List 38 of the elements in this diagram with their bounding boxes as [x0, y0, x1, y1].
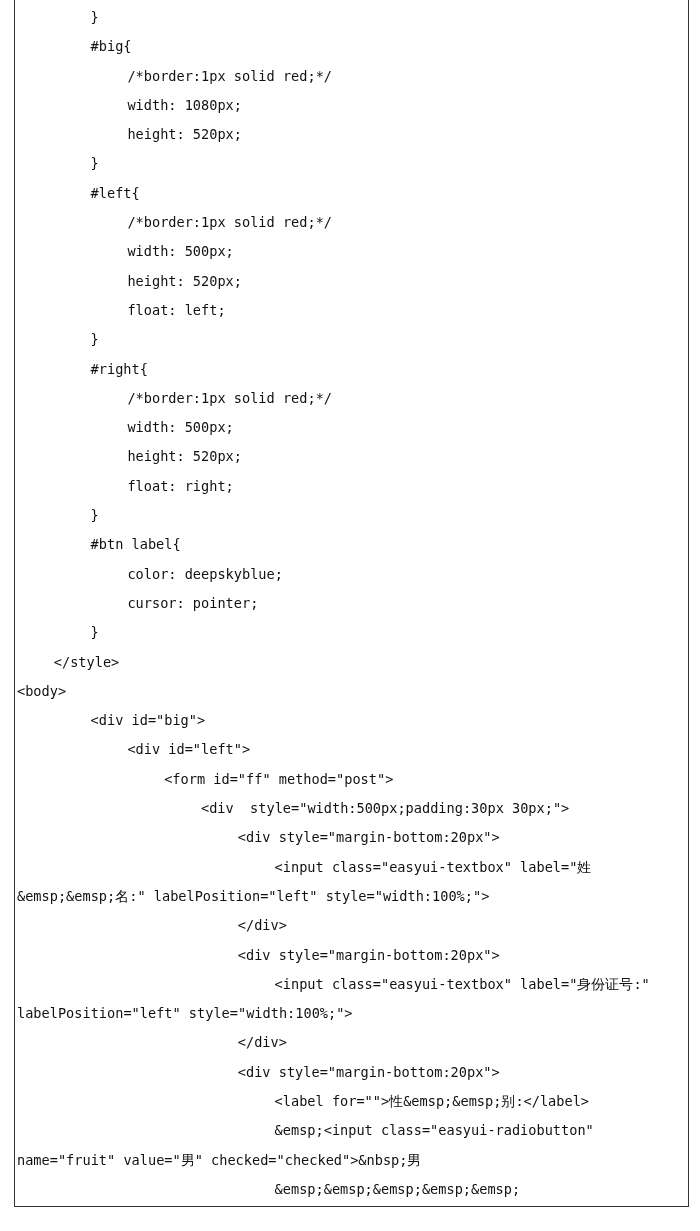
code-line: <div id="big">: [89, 711, 207, 731]
code-line: float: left;: [126, 300, 227, 320]
code-line: height: 520px;: [126, 125, 243, 145]
code-line: }: [89, 330, 100, 350]
code-line: <form id="ff" method="post">: [163, 769, 395, 789]
code-line: }: [89, 154, 100, 174]
code-line: <input class="easyui-textbox" label="姓 &emsp;&emsp;名:" labelPosition="left" style="width:100%;">: [17, 857, 593, 906]
code-line: &emsp;&emsp;&emsp;&emsp;&emsp;: [273, 1179, 522, 1199]
code-line: cursor: pointer;: [126, 593, 260, 613]
code-line: height: 520px;: [126, 271, 243, 291]
code-line: <div style="width:500px;padding:30px 30px;">: [200, 799, 571, 818]
code-line: <div style="margin-bottom:20px">: [236, 1062, 501, 1082]
code-line: width: 1080px;: [126, 95, 243, 115]
code-line: /*border:1px solid red;*/: [126, 66, 333, 86]
code-line: #left{: [89, 183, 141, 203]
code-line: color: deepskyblue;: [126, 564, 284, 584]
code-line: <div style="margin-bottom:20px">: [236, 945, 501, 965]
code-line: <label for="">性&emsp;&emsp;别:</label>: [273, 1092, 591, 1111]
code-line: </div>: [236, 916, 288, 936]
code-line: #btn label{: [89, 535, 182, 555]
code-line: #big{: [89, 37, 133, 57]
code-line: <body>: [17, 681, 68, 701]
code-line: <div style="margin-bottom:20px">: [236, 828, 501, 848]
code-line: }: [89, 8, 100, 27]
code-line: }: [89, 623, 100, 643]
code-line: &emsp;<input class="easyui-radiobutton" name="fruit" value="男" checked="checked">&nbsp;男: [17, 1121, 595, 1170]
code-line: }: [89, 506, 100, 526]
code-line: width: 500px;: [126, 242, 235, 262]
code-line: <input class="easyui-textbox" label="身份证号:" labelPosition="left" style="width:100%;">: [17, 974, 651, 1024]
code-line: /*border:1px solid red;*/: [126, 213, 333, 233]
code-line: /*border:1px solid red;*/: [126, 388, 333, 408]
code-line: height: 520px;: [126, 447, 243, 467]
code-line: <div id="left">: [126, 740, 252, 760]
code-line: width: 500px;: [126, 418, 235, 438]
code-line: float: right;: [126, 476, 235, 496]
code-line: </div>: [236, 1033, 288, 1053]
code-line: </style>: [52, 652, 121, 672]
code-line: #right{: [89, 359, 149, 379]
